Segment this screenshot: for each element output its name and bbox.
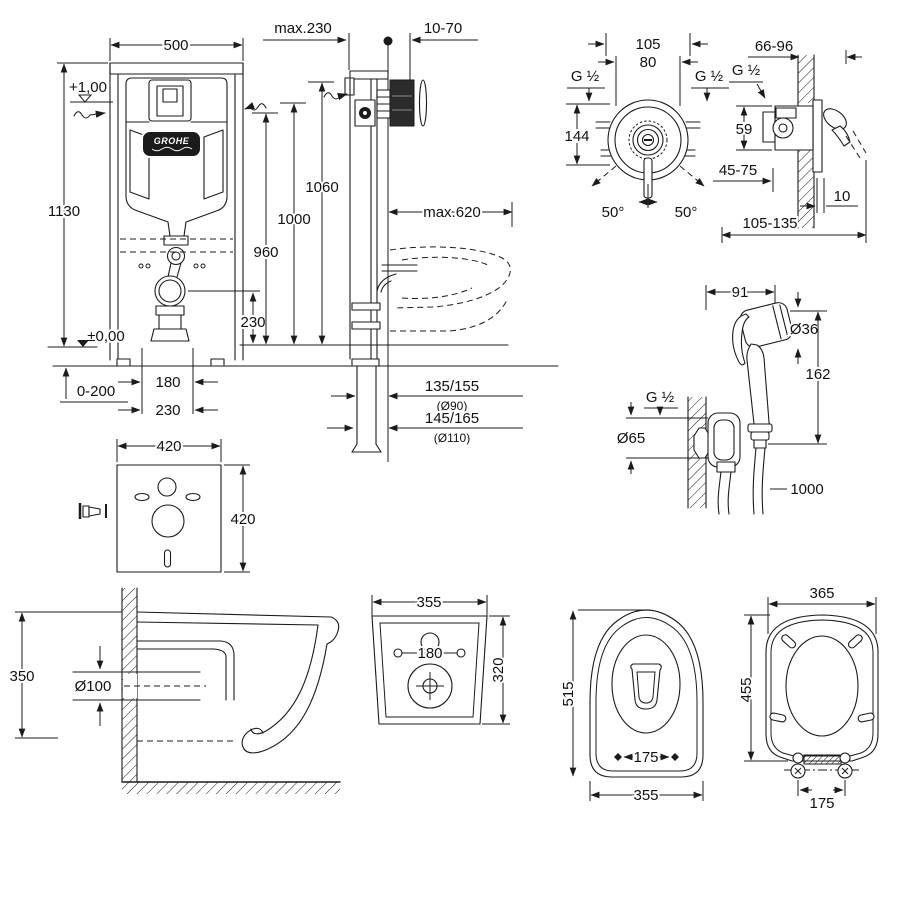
floor-hatch bbox=[122, 782, 340, 794]
dim-drain2-dia: (Ø110) bbox=[434, 431, 470, 445]
dim-height-1060: 1060 bbox=[305, 179, 338, 196]
dim-bowl-width: 355 bbox=[633, 787, 658, 804]
sound-insulation-pad: 420 420 bbox=[78, 436, 258, 573]
level-marker-zero: ±0,00 bbox=[77, 326, 127, 347]
dim-frame-height: 1130 bbox=[48, 203, 80, 220]
dim-outlet-height: 230 bbox=[240, 314, 265, 331]
dim-plate-depth: 10-70 bbox=[424, 20, 462, 37]
dim-foot-adjust: 0-200 bbox=[77, 383, 115, 400]
seat-hole-marker-icon bbox=[671, 753, 679, 761]
dim-drain1-dia: (Ø90) bbox=[437, 399, 468, 413]
dim-level-zero: ±0,00 bbox=[87, 328, 124, 345]
drill-target-icon bbox=[407, 663, 453, 709]
dim-hose-length: 1000 bbox=[790, 481, 823, 498]
dim-shower-height: 162 bbox=[805, 366, 830, 383]
dim-drain1: 135/155 bbox=[425, 378, 479, 395]
installation-frame-front-view: GROHE +1,00 ±0,00 bbox=[46, 35, 559, 421]
water-supply-arrow-icon bbox=[244, 102, 267, 111]
dim-rear-width: 355 bbox=[416, 594, 441, 611]
trap-opening bbox=[630, 663, 662, 710]
dim-seat-length: 455 bbox=[738, 677, 755, 702]
dim-thread-left: G ½ bbox=[571, 68, 600, 85]
seat-hole-marker-icon bbox=[614, 753, 622, 761]
dim-stud-spacing: 180 bbox=[155, 374, 180, 391]
dim-pad-width: 420 bbox=[156, 438, 181, 455]
installation-frame-side-view: max.230 10-70 max.620 135/155 bbox=[263, 18, 523, 462]
dim-angle-right: 50° bbox=[675, 204, 698, 221]
dim-thread-right: G ½ bbox=[695, 68, 724, 85]
dim-hinge-spacing: 175 bbox=[809, 795, 834, 812]
dim-mixer-thread: G ½ bbox=[732, 62, 761, 79]
bowl-rear-view: 355 180 320 bbox=[371, 592, 510, 725]
dim-mixer-side-height: 59 bbox=[736, 121, 753, 138]
dim-seat-width: 365 bbox=[809, 585, 834, 602]
mixer-front-view: 105 80 G ½ G ½ 50° 50° 144 bbox=[562, 33, 729, 223]
dim-height-1000: 1000 bbox=[277, 211, 310, 228]
dim-head-dia: Ø36 bbox=[790, 321, 818, 338]
dim-top-hole-spacing: 175 bbox=[633, 749, 658, 766]
pad-outline bbox=[116, 464, 222, 573]
flush-button-side bbox=[389, 79, 415, 127]
seat-hinges bbox=[784, 752, 859, 779]
dim-depth-max: max.230 bbox=[274, 20, 332, 37]
water-supply-arrow-icon bbox=[323, 92, 348, 101]
shower-handle bbox=[732, 302, 793, 449]
dim-height-960: 960 bbox=[253, 244, 278, 261]
wall-hung-bowl-outline bbox=[389, 246, 511, 332]
seat-bumper bbox=[781, 634, 797, 649]
seat-outline bbox=[765, 614, 879, 762]
wall-hatch bbox=[798, 55, 814, 103]
dim-holder-dia: Ø65 bbox=[617, 430, 645, 447]
dim-plate-thickness: 10 bbox=[834, 188, 851, 205]
rear-outline bbox=[371, 615, 488, 725]
level-marker-plus: +1,00 bbox=[67, 77, 113, 103]
wall-axis-marker-icon bbox=[383, 36, 393, 46]
dim-depth-range: 66-96 bbox=[755, 38, 793, 55]
flush-plate-edge bbox=[418, 79, 428, 127]
level-triangle-icon bbox=[77, 340, 89, 347]
fixing-bolt-icon bbox=[78, 503, 107, 519]
dim-depth-bottom: max.620 bbox=[423, 204, 481, 221]
dim-frame-width: 500 bbox=[163, 37, 188, 54]
grohe-logo: GROHE bbox=[141, 130, 202, 158]
mixer-lever-side bbox=[823, 108, 847, 130]
dim-level-plus: +1,00 bbox=[69, 79, 107, 96]
dim-angle-left: 50° bbox=[602, 204, 625, 221]
seat-top-view: 365 455 175 bbox=[736, 583, 879, 814]
height-dimensions: 960 1000 1060 bbox=[251, 81, 341, 345]
hygienic-shower-set: 91 Ø36 162 bbox=[615, 282, 833, 515]
dim-drain2: 145/165 bbox=[425, 410, 479, 427]
mixer-rosette-edge bbox=[812, 99, 823, 173]
dim-pad-height: 420 bbox=[230, 511, 255, 528]
dim-mixer-w-outer: 105 bbox=[635, 36, 660, 53]
dim-mixer-w-inner: 80 bbox=[640, 54, 657, 71]
shower-hose bbox=[752, 447, 757, 515]
water-supply-arrow-icon bbox=[73, 110, 106, 119]
dim-rear-height: 320 bbox=[490, 657, 507, 682]
bowl-top-view: 515 175 355 bbox=[558, 609, 704, 806]
dim-shower-width: 91 bbox=[732, 284, 749, 301]
dim-mixer-height: 144 bbox=[564, 128, 589, 145]
dim-shower-thread: G ½ bbox=[646, 389, 675, 406]
dim-outlet-spacing: 230 bbox=[155, 402, 180, 419]
mixer-side-view: 66-96 G ½ 59 45-75 10 105-135 bbox=[713, 36, 867, 243]
bowl-outline bbox=[589, 609, 704, 778]
dim-outlet-dia: Ø100 bbox=[75, 678, 112, 695]
dim-bowl-length: 515 bbox=[560, 681, 577, 706]
level-triangle-icon bbox=[77, 94, 93, 103]
dim-rear-hole-spacing: 180 bbox=[417, 645, 442, 662]
grohe-logo-text: GROHE bbox=[154, 136, 190, 146]
dim-total-depth: 105-135 bbox=[742, 215, 797, 232]
dim-bowl-height: 350 bbox=[9, 668, 34, 685]
dim-wall-range: 45-75 bbox=[719, 162, 757, 179]
bowl-section-view: Ø100 350 bbox=[7, 587, 341, 794]
